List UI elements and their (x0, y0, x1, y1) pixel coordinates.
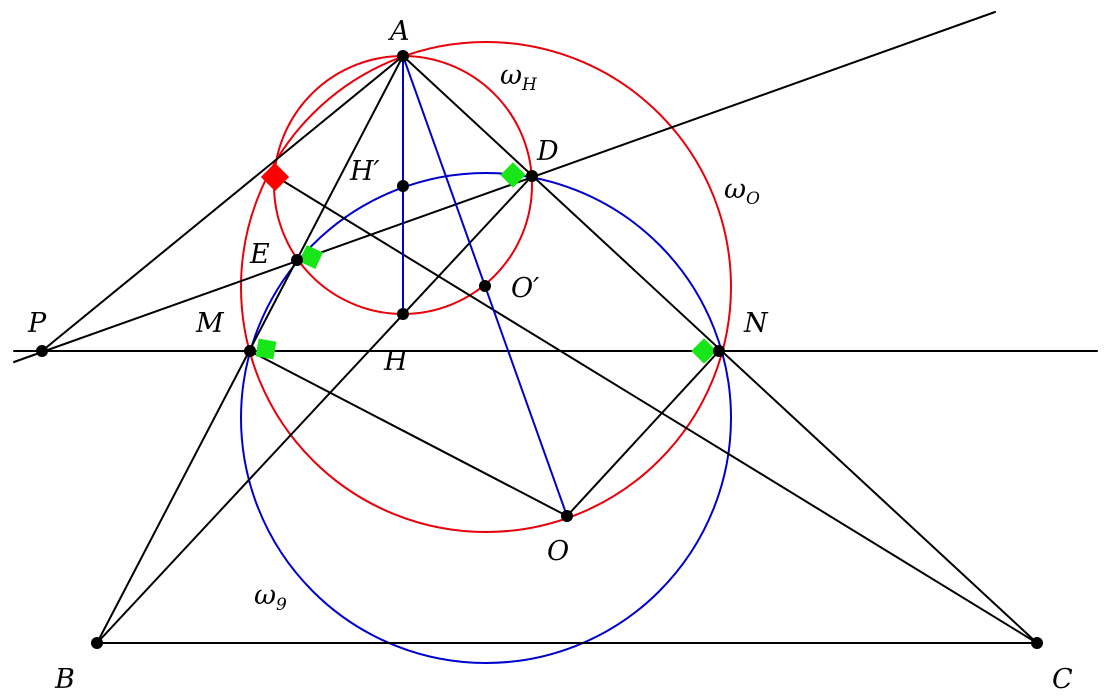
circle-omega-9 (240, 172, 732, 664)
segment-mo (249, 350, 568, 517)
segment-ap (41, 55, 404, 352)
label-omega-9: ω9 (254, 580, 287, 615)
point-m (244, 345, 256, 357)
circle-omega-o (240, 41, 732, 533)
point-d (526, 170, 538, 182)
point-e (291, 254, 303, 266)
label-n: N (743, 308, 769, 339)
point-n (713, 345, 725, 357)
label-omega-h-subscript: H (521, 75, 538, 95)
label-h-prime: H′ (349, 156, 380, 187)
label-h: H (383, 346, 408, 377)
label-p: P (27, 308, 47, 339)
label-b: B (54, 664, 75, 695)
label-o: O (547, 536, 569, 567)
label-omega-o: ωO (724, 174, 760, 209)
point-o (561, 510, 573, 522)
point-o-prime (479, 280, 491, 292)
right-angle-marker-n (691, 338, 717, 364)
points (36, 50, 1043, 649)
label-d: D (536, 136, 559, 167)
circle-labels: ωH ωO ω9 (254, 60, 760, 615)
point-h (397, 308, 409, 320)
label-omega-o-symbol: ω (724, 174, 746, 205)
label-a: A (387, 16, 410, 47)
label-e: E (249, 239, 270, 270)
point-c (1031, 637, 1043, 649)
right-angle-marker-m (255, 338, 277, 360)
circles (240, 41, 732, 664)
label-omega-h-symbol: ω (500, 60, 522, 91)
angle-markers (255, 162, 717, 364)
segment-no (566, 350, 720, 517)
right-angle-marker-d (500, 162, 526, 188)
label-omega-h: ωH (500, 60, 538, 95)
segment-ce (274, 175, 1038, 644)
point-a (397, 50, 409, 62)
point-p (36, 345, 48, 357)
label-c: C (1052, 664, 1073, 695)
label-omega-9-subscript: 9 (276, 595, 287, 615)
label-m: M (195, 308, 225, 339)
label-omega-9-symbol: ω (254, 580, 276, 611)
right-angle-marker-red (260, 162, 290, 192)
point-h-prime (397, 180, 409, 192)
segment-bd (96, 175, 533, 644)
label-o-prime: O′ (511, 273, 539, 304)
label-omega-o-subscript: O (746, 189, 760, 209)
point-b (91, 637, 103, 649)
point-labels: A B C D E H H′ O O′ M N P (27, 16, 1073, 695)
right-angle-marker-e (299, 245, 323, 269)
line-pd (13, 11, 996, 363)
